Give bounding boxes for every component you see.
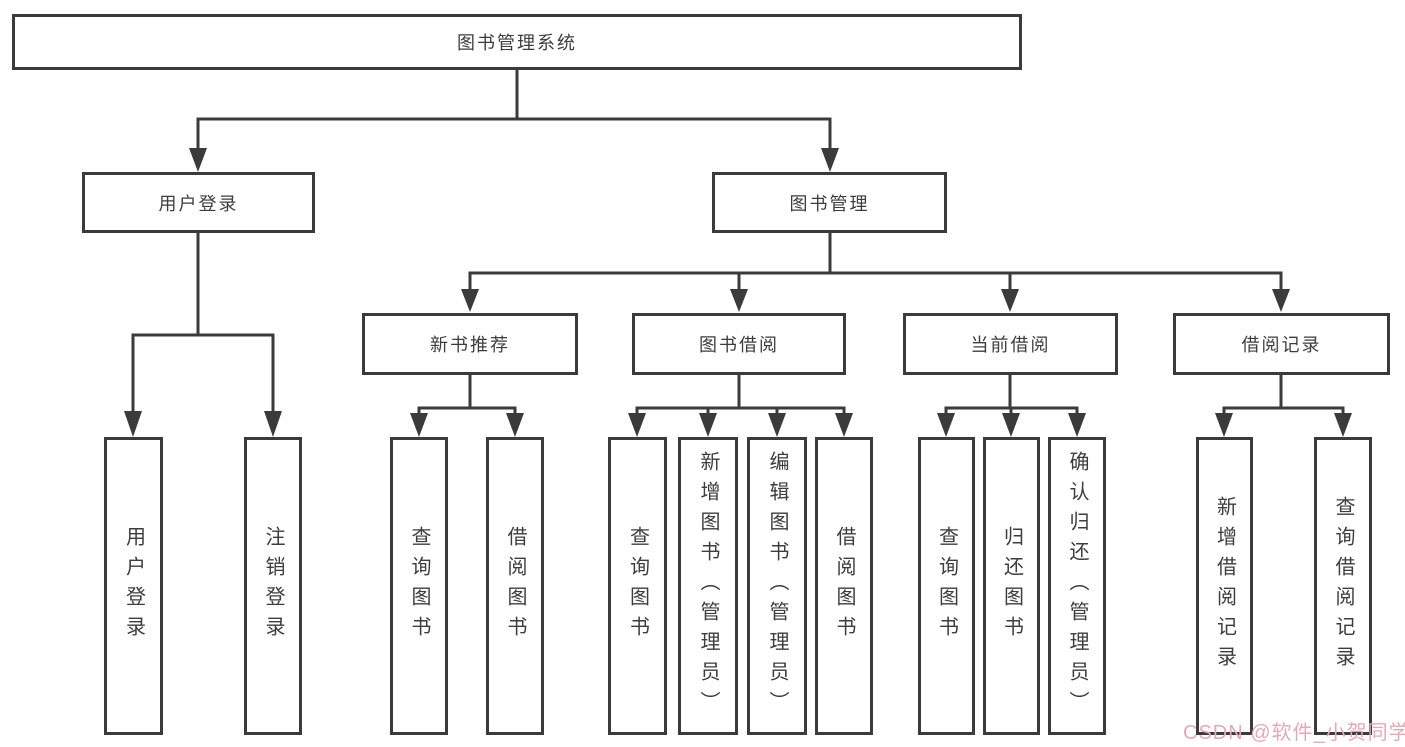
node-label: 借阅图书 xyxy=(504,526,526,646)
arrowhead-icon xyxy=(1215,413,1233,437)
arrowhead-icon xyxy=(461,289,479,312)
node-label: 查询图书 xyxy=(935,526,958,646)
node-label: 用户登录 xyxy=(122,526,145,646)
arrowhead-icon xyxy=(937,413,955,437)
node-label: 编辑图书（管理员） xyxy=(766,451,788,721)
node-current-borrow: 当前借阅 xyxy=(903,313,1118,375)
node-book-borrow: 图书借阅 xyxy=(632,313,846,375)
node-label: 借阅记录 xyxy=(1241,335,1322,355)
node-leaf-edit-books-admin: 编辑图书（管理员） xyxy=(747,437,807,735)
node-label: 图书管理系统 xyxy=(457,33,577,53)
node-root-library-system: 图书管理系统 xyxy=(12,14,1022,70)
node-leaf-return-books: 归还图书 xyxy=(983,437,1040,735)
arrowhead-icon xyxy=(628,413,646,437)
arrowhead-icon xyxy=(1272,289,1290,312)
node-label: 查询图书 xyxy=(408,526,430,646)
arrowhead-icon xyxy=(264,411,282,437)
arrowhead-icon xyxy=(821,148,839,172)
node-leaf-query-borrow-record: 查询借阅记录 xyxy=(1314,437,1372,735)
arrowhead-icon xyxy=(124,411,142,437)
node-label: 用户登录 xyxy=(158,193,239,214)
node-leaf-user-login: 用户登录 xyxy=(104,437,163,735)
node-user-login-branch: 用户登录 xyxy=(82,172,315,233)
node-label: 确认归还（管理员） xyxy=(1066,451,1088,721)
arrowhead-icon xyxy=(1068,413,1086,437)
node-label: 图书管理 xyxy=(789,193,870,214)
node-label: 查询借阅记录 xyxy=(1332,496,1354,676)
node-leaf-logout: 注销登录 xyxy=(244,437,302,735)
arrowhead-icon xyxy=(189,148,207,172)
node-label: 图书借阅 xyxy=(699,335,779,355)
node-label: 注销登录 xyxy=(262,526,284,646)
arrowhead-icon xyxy=(699,413,717,437)
arrowhead-icon xyxy=(1001,289,1019,312)
node-label: 借阅图书 xyxy=(833,526,855,646)
node-leaf-borrow-books-2: 借阅图书 xyxy=(815,437,873,735)
node-leaf-add-borrow-record: 新增借阅记录 xyxy=(1196,437,1253,735)
arrowhead-icon xyxy=(730,289,748,312)
node-leaf-query-books-2: 查询图书 xyxy=(608,437,667,735)
node-book-management-branch: 图书管理 xyxy=(712,172,947,233)
node-new-book-recommend: 新书推荐 xyxy=(362,313,578,375)
node-borrow-records: 借阅记录 xyxy=(1173,313,1390,375)
node-leaf-query-books-1: 查询图书 xyxy=(390,437,448,735)
node-label: 新增图书（管理员） xyxy=(697,451,719,721)
arrowhead-icon xyxy=(506,413,524,437)
node-label: 新书推荐 xyxy=(430,335,510,355)
node-leaf-borrow-books-1: 借阅图书 xyxy=(486,437,544,735)
arrowhead-icon xyxy=(1002,413,1020,437)
arrowhead-icon xyxy=(1334,413,1352,437)
csdn-watermark: CSDN @软件_小贺同学 xyxy=(1183,722,1405,744)
node-leaf-confirm-return-admin: 确认归还（管理员） xyxy=(1048,437,1106,735)
node-label: 查询图书 xyxy=(626,526,649,646)
arrowhead-icon xyxy=(410,413,428,437)
node-leaf-add-books-admin: 新增图书（管理员） xyxy=(678,437,738,735)
node-label: 新增借阅记录 xyxy=(1213,496,1236,676)
node-leaf-query-books-3: 查询图书 xyxy=(918,437,975,735)
node-label: 归还图书 xyxy=(1000,526,1023,646)
node-label: 当前借阅 xyxy=(970,335,1051,355)
arrowhead-icon xyxy=(835,413,853,437)
arrowhead-icon xyxy=(768,413,786,437)
